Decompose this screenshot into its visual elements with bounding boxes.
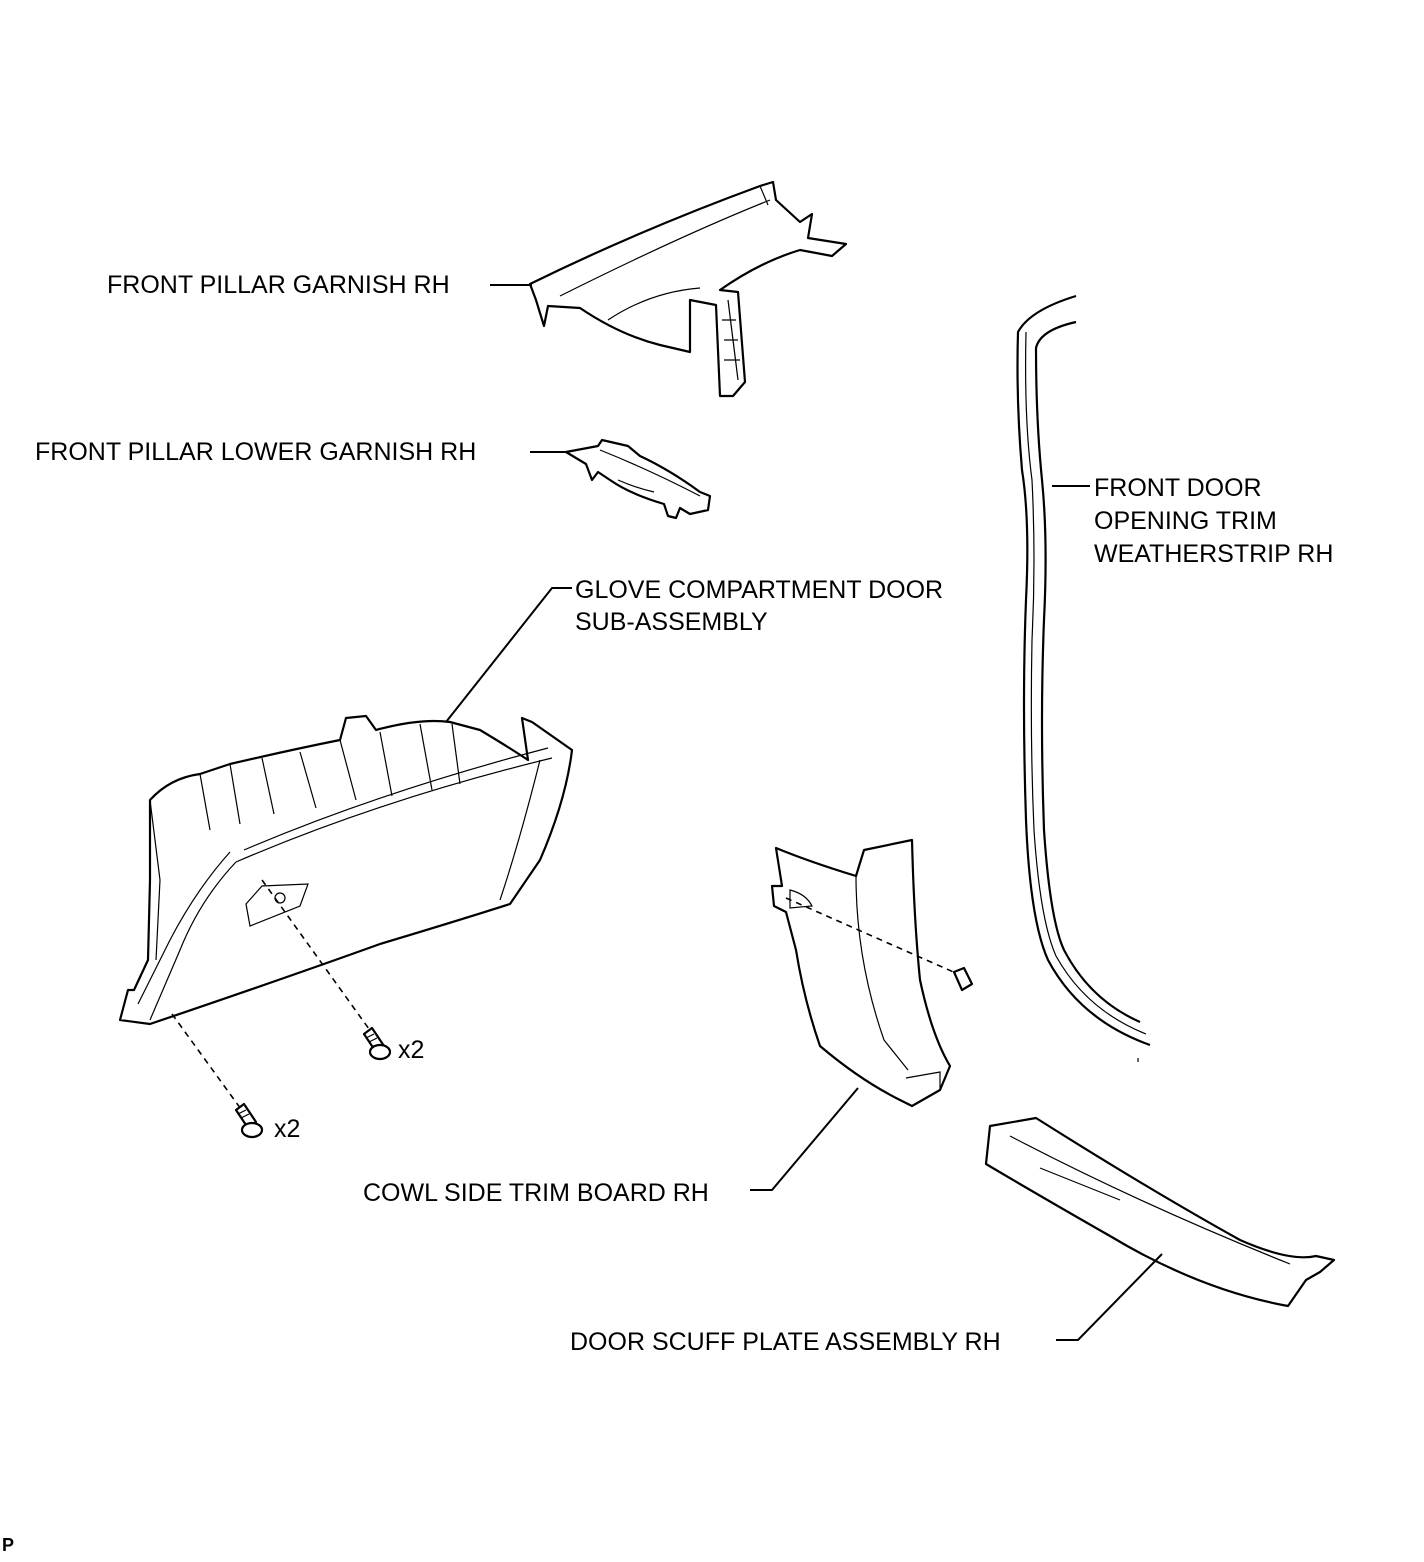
screw-2 (234, 1102, 264, 1139)
glove-compartment-leader (445, 587, 572, 723)
screw-1 (362, 1026, 392, 1061)
cowl-clip (952, 966, 974, 992)
glove-screw-2-path (171, 1013, 247, 1117)
label-glove-compartment-1: GLOVE COMPARTMENT DOOR (575, 576, 944, 604)
label-cowl-side-trim: COWL SIDE TRIM BOARD RH (363, 1179, 709, 1207)
label-weatherstrip-2: OPENING TRIM (1094, 507, 1277, 535)
label-door-scuff-plate: DOOR SCUFF PLATE ASSEMBLY RH (570, 1328, 1001, 1356)
label-screw-qty-2: x2 (274, 1115, 301, 1143)
label-glove-compartment-2: SUB-ASSEMBLY (575, 608, 768, 636)
door-scuff-plate-drawing (984, 1116, 1336, 1308)
cowl-side-trim-drawing (770, 838, 952, 1108)
cowl-side-trim-leader (750, 1087, 859, 1191)
label-weatherstrip-3: WEATHERSTRIP RH (1094, 540, 1334, 568)
cowl-clip-path (785, 897, 959, 975)
corner-mark: P (2, 1535, 15, 1555)
label-screw-qty-1: x2 (398, 1036, 425, 1064)
front-pillar-lower-garnish-drawing (564, 438, 712, 520)
door-scuff-plate-leader (1056, 1253, 1163, 1341)
label-weatherstrip-1: FRONT DOOR (1094, 474, 1262, 502)
glove-compartment-drawing (118, 714, 574, 1026)
door-opening-weatherstrip-drawing (1016, 294, 1151, 1062)
label-front-pillar-lower-garnish: FRONT PILLAR LOWER GARNISH RH (35, 438, 477, 466)
label-front-pillar-garnish: FRONT PILLAR GARNISH RH (107, 271, 450, 299)
front-pillar-garnish-drawing (528, 180, 848, 398)
